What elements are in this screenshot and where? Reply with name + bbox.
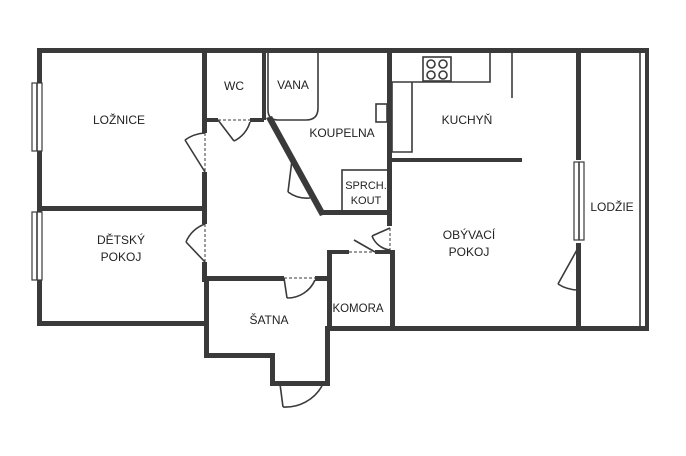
fixtures [267,53,513,213]
label-koupelna: KOUPELNA [309,126,374,140]
outer-walls [37,48,649,386]
bathtub [267,53,319,121]
room-labels: LOŽNICE WC VANA KOUPELNA KUCHYŇ SPRCH. K… [93,78,634,327]
label-loznice: LOŽNICE [93,112,145,127]
kitchen-counter [391,53,491,153]
label-satna: ŠATNA [249,312,288,327]
label-wc: WC [224,79,244,93]
label-kuchyn: KUCHYŇ [442,112,493,127]
label-komora: KOMORA [332,303,383,315]
label-lodzie: LODŽIE [590,199,633,214]
label-vana: VANA [277,78,309,92]
washbasin [375,103,388,123]
shower-enclosure [341,169,389,213]
doors [184,119,579,408]
label-obyvaci-line2: POKOJ [449,245,490,259]
label-detsky-line2: POKOJ [101,250,142,264]
label-sprch-line1: SPRCH. [345,180,387,192]
windows [31,53,641,326]
label-detsky-line1: DĚTSKÝ [97,232,145,247]
label-obyvaci-line1: OBÝVACÍ [443,227,496,242]
stove-icon [422,56,452,82]
label-sprch-line2: KOUT [351,195,382,207]
